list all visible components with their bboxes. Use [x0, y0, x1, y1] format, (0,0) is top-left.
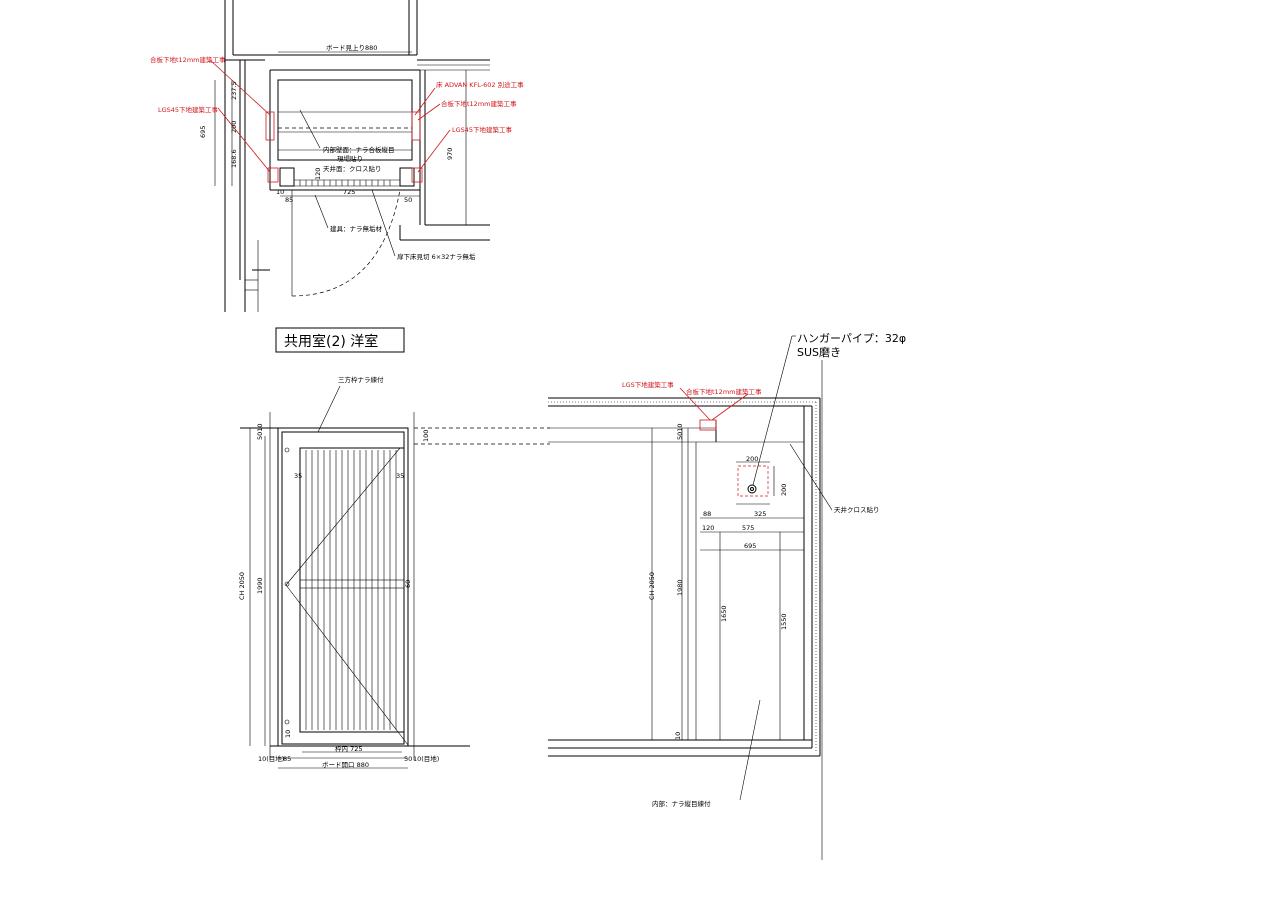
note-floor: 扉下床見切 6×32ナラ無垢 [397, 252, 476, 261]
plan-dim-85: 85 [285, 196, 293, 204]
elev-dim-ch: CH 2050 [238, 572, 246, 600]
section-dim-200b: 200 [780, 484, 788, 496]
section-dim-ch: CH 2050 [648, 572, 656, 600]
section-dim-575: 575 [742, 524, 754, 532]
note-interior: 内部壁面：ナラ合板縦目 [323, 145, 395, 154]
plan-dim-695: 695 [199, 126, 207, 138]
section-hanger2: SUS磨き [797, 346, 841, 359]
section-view [548, 335, 833, 860]
elev-dim-35a: 35 [294, 472, 302, 480]
plan-dim-1686: 168.6 [230, 149, 238, 168]
note-interior2: 現場貼り [337, 154, 363, 163]
elev-dim-85: 85 [283, 755, 291, 763]
plan-dim-board: ボード見上り880 [326, 43, 377, 52]
door-elevation [240, 385, 550, 769]
plan-labels: ボード見上り880 695 237.5 200 168.6 120 10 85 … [150, 43, 524, 261]
elev-dim-100: 100 [422, 430, 430, 442]
elev-dim-1990: 1990 [256, 577, 264, 594]
section-dim-325: 325 [754, 510, 766, 518]
elev-dim-60: 60 [404, 580, 412, 588]
section-dim-200a: 200 [746, 455, 758, 463]
elev-dim-5010: 5010 [256, 423, 264, 440]
plan-dim-10: 10 [276, 188, 284, 196]
elev-frame-note: 三方枠ナラ練付 [338, 375, 384, 384]
section-dim-1650: 1650 [720, 605, 728, 622]
section-interior: 内部：ナラ縦目練付 [652, 799, 711, 808]
door-slats-plan [299, 180, 391, 186]
plan-dim-50: 50 [404, 196, 412, 204]
plan-dim-2375: 237.5 [230, 81, 238, 100]
elev-dim-board-opening: ボード開口 880 [322, 761, 369, 769]
section-dim-5010: 5010 [676, 423, 684, 440]
section-plywood: 合板下地t12mm建築工事 [686, 387, 762, 396]
plan-view [209, 0, 490, 312]
elev-dim-bottom-left: 10(目地) [258, 754, 284, 763]
note-fan: 床 ADVAN KFL-602 別途工事 [436, 80, 524, 89]
section-lgs: LGS下地建築工事 [622, 380, 674, 389]
note-plywood-right: 合板下地t12mm建築工事 [441, 99, 517, 108]
section-ceiling: 天井クロス貼り [834, 505, 880, 514]
note-fittings: 建具：ナラ無垢材 [330, 224, 383, 233]
section-hanger: ハンガーパイプ：32φ [797, 332, 906, 345]
section-dim-120: 120 [702, 524, 714, 532]
page-title: 共用室(2) 洋室 [284, 333, 378, 350]
elevation-labels: 三方枠ナラ練付 CH 2050 1990 5010 100 35 35 60 1… [238, 375, 439, 769]
note-lgs-left: LGS45下地建築工事 [158, 105, 219, 114]
elev-dim-10: 10 [284, 730, 292, 738]
title-block: 共用室(2) 洋室 [275, 327, 405, 353]
section-labels: ハンガーパイプ：32φ SUS磨き LGS下地建築工事 合板下地t12mm建築工… [622, 332, 906, 808]
door-vertical-slats [305, 450, 397, 730]
elev-dim-35b: 35 [396, 472, 404, 480]
elev-dim-50: 50 [404, 755, 412, 763]
note-plywood-left: 合板下地t12mm建築工事 [150, 55, 226, 64]
plan-dim-120: 120 [314, 168, 322, 180]
note-ceiling: 天井面：クロス貼り [323, 164, 382, 173]
plan-dim-970: 970 [446, 148, 454, 160]
section-dim-1980: 1980 [676, 579, 684, 596]
elev-dim-inner: 枠内 725 [335, 744, 362, 753]
plan-dim-725: 725 [343, 188, 355, 196]
section-dim-10: 10 [674, 732, 682, 740]
elev-dim-bottom-right: 10(目地) [413, 754, 439, 763]
plan-dim-200: 200 [230, 121, 238, 133]
section-dim-88: 88 [703, 510, 711, 518]
section-dim-1550: 1550 [780, 613, 788, 630]
section-dim-695: 695 [744, 542, 756, 550]
note-lgs-right: LGS45下地建築工事 [452, 125, 513, 134]
